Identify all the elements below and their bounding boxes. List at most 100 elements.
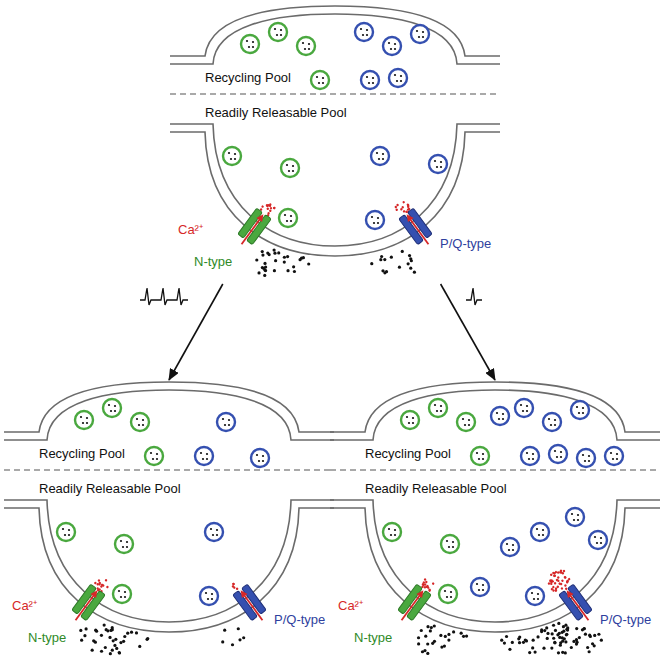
synaptic-vesicle [457,413,475,431]
transmitter-dot [211,593,213,595]
released-transmitter [531,646,534,649]
vesicle-membrane [57,523,75,541]
released-transmitter [593,644,596,647]
synaptic-vesicle [217,413,235,431]
label-holder: P/Q-type [440,234,491,252]
vesicle-membrane [566,508,584,526]
transmitter-dot [594,536,596,538]
transmitter-dot [506,543,508,545]
transmitter-dot [302,42,304,44]
released-transmitter [600,639,603,642]
vesicle-membrane [223,147,241,165]
pq-type-channel [227,576,270,625]
vesicle-membrane [515,399,533,417]
transmitter-dot [276,34,278,36]
transmitter-dot [554,419,556,421]
transmitter-dot [86,417,88,419]
vesicle-membrane [115,535,133,553]
calcium-ion [566,579,569,582]
presynaptic-terminal: Recycling PoolReadily Releasable PoolCa²… [170,6,500,281]
transmitter-dot [394,534,396,536]
transmitter-dot [440,161,442,163]
transmitter-dot [542,534,544,536]
synaptic-vesicle [543,413,561,431]
calcium-ion [425,580,428,583]
released-transmitter [426,652,429,655]
transmitter-dot [150,452,152,454]
released-transmitter [584,633,587,636]
transmitter-dot [554,424,556,426]
released-transmitter [564,640,567,643]
released-transmitter [126,632,129,635]
calcium-ion [94,581,97,584]
released-transmitter [557,622,560,625]
released-transmitter [553,641,556,644]
synaptic-vesicle [269,23,287,41]
transmitter-dot [124,591,126,593]
released-transmitter [390,256,393,259]
transmitter-dot [86,422,88,424]
transmitter-dot [394,43,396,45]
released-transmitter [138,645,141,648]
action-potential [140,288,156,305]
calcium-ion [562,569,565,572]
transmitter-dot [372,77,374,79]
pool-label: Readily Releasable Pool [205,105,347,120]
transmitter-dot [538,534,540,536]
ion-label: Ca²⁺ [178,222,203,237]
released-transmitter [118,651,121,654]
calcium-ion [396,203,399,206]
calcium-ion [563,576,566,579]
transmitter-dot [120,596,122,598]
released-transmitter [410,259,413,262]
released-transmitter [561,651,564,654]
transmitter-dot [578,412,580,414]
transmitter-dot [482,589,484,591]
released-transmitter [79,629,82,632]
vesicle-membrane [355,23,373,41]
label-holder: Readily Releasable Pool [39,479,181,497]
released-transmitter [146,637,149,640]
synaptic-vesicle [103,399,121,417]
transmitter-dot [142,424,144,426]
synaptic-vesicle [281,159,299,177]
synaptic-vesicle [429,399,447,417]
calcium-ion [402,200,405,203]
transmitter-dot [462,418,464,420]
pool-divider [330,469,660,470]
transmitter-dot [126,546,128,548]
synaptic-vesicle [526,587,544,605]
transmitter-dot [206,453,208,455]
vesicle-membrane [205,523,223,541]
vesicle-membrane [491,407,509,425]
released-transmitter [552,637,555,640]
vesicle-membrane [441,535,459,553]
released-transmitter [401,250,404,253]
released-transmitter [429,629,432,632]
synaptic-vesicle [311,71,329,89]
transmitter-dot [120,540,122,542]
released-transmitter [420,629,423,632]
released-transmitter [108,636,111,639]
transmitter-dot [308,48,310,50]
vesicle-membrane [103,399,121,417]
transmitter-dot [450,591,452,593]
vesicle-membrane [383,37,401,55]
synaptic-vesicle [113,585,131,603]
released-transmitter [565,628,568,631]
released-transmitter [111,626,114,629]
transmitter-dot [224,424,226,426]
released-transmitter [417,642,420,645]
calcium-ion [558,582,561,585]
synaptic-vesicle [571,401,589,419]
label-holder: Ca²⁺ [178,220,203,238]
synaptic-vesicle [471,578,489,596]
transmitter-dot [600,542,602,544]
calcium-ion [557,576,560,579]
transition-arrow [441,284,495,380]
membrane [170,124,500,246]
released-transmitter [145,638,148,641]
released-transmitter [566,628,569,631]
synaptic-vesicle [251,449,269,467]
transmitter-dot [394,529,396,531]
